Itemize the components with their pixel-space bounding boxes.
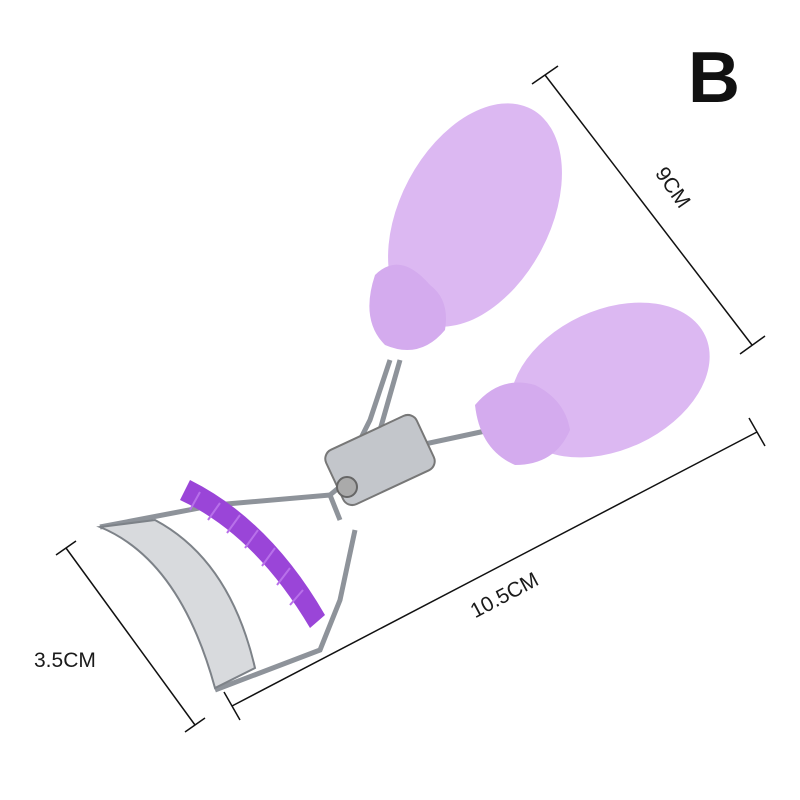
dimension-line-9cm — [531, 65, 766, 355]
comb — [180, 480, 325, 628]
handle-lower — [475, 302, 710, 465]
dimension-label-pad-width: 3.5CM — [34, 649, 96, 672]
pivot — [336, 476, 358, 498]
handle-upper — [369, 103, 562, 350]
dimension-line-3-5cm — [55, 540, 206, 733]
metal-pad — [96, 518, 257, 690]
comb-teeth — [189, 491, 304, 606]
dimension-line-10-5cm — [223, 417, 766, 721]
variant-label: B — [688, 38, 740, 118]
dimension-lines — [55, 65, 766, 733]
